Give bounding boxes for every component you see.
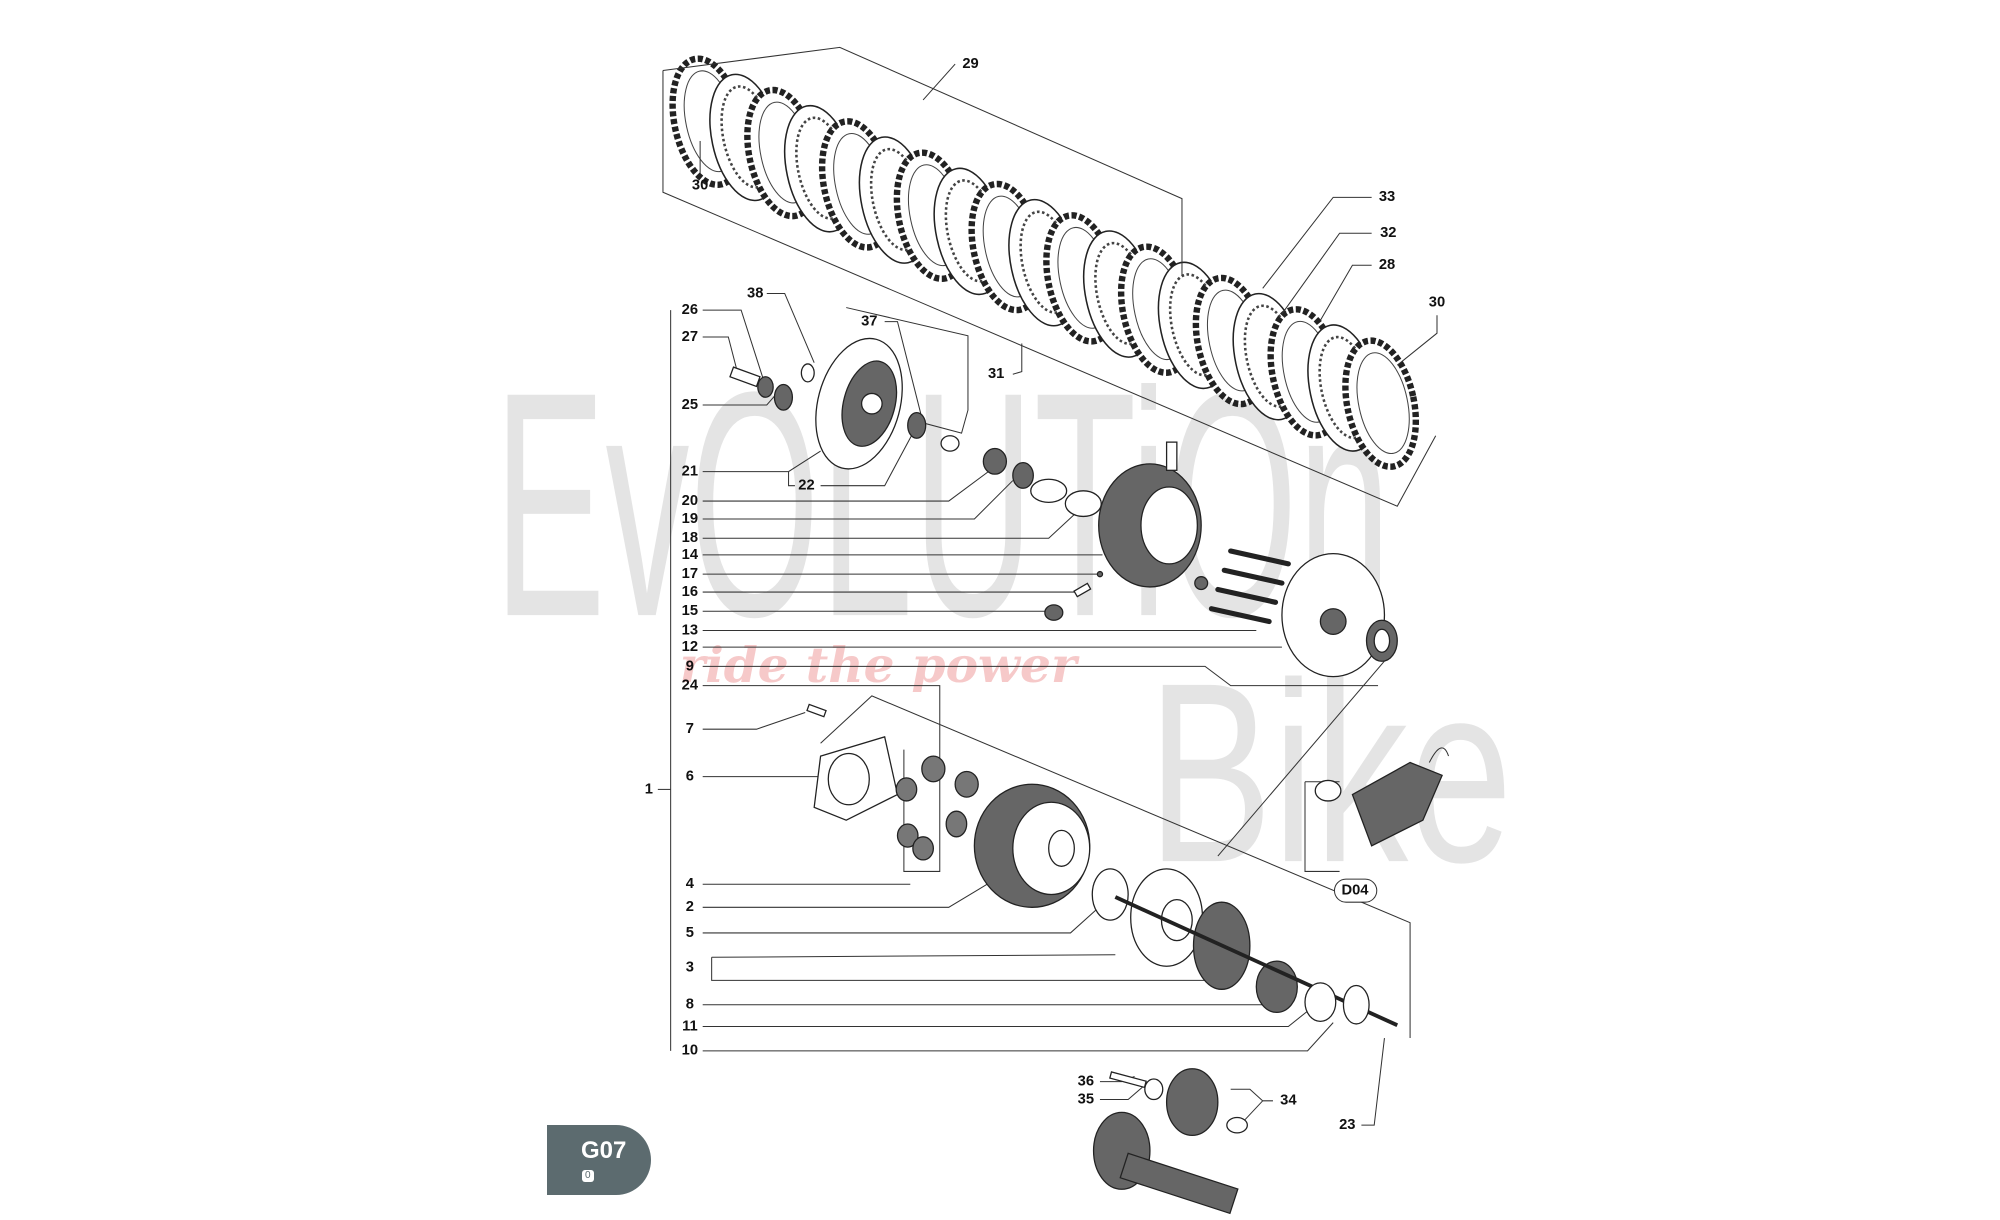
watermark-text-bike: Bike: [1147, 630, 1512, 916]
callout-12: 12: [682, 639, 698, 655]
callout-15: 15: [682, 603, 698, 619]
callout-20: 20: [682, 493, 698, 509]
revision-tag: 0: [582, 1170, 594, 1182]
callout-13: 13: [682, 622, 698, 638]
callout-35: 35: [1078, 1091, 1094, 1107]
plate-inner-edge: [1356, 352, 1410, 455]
callout-29: 29: [962, 56, 978, 72]
diagram-code-badge: G07 0: [547, 1125, 651, 1195]
callout-9: 9: [686, 658, 694, 674]
callout-34: 34: [1280, 1093, 1297, 1109]
callout-36: 36: [1078, 1073, 1094, 1089]
callout-37: 37: [861, 314, 877, 330]
callout-30: 30: [692, 178, 708, 194]
callout-11: 11: [682, 1018, 698, 1034]
callout-32: 32: [1380, 225, 1396, 241]
clutch-plate-pack: [669, 55, 1420, 470]
callout-7: 7: [686, 721, 694, 737]
watermark-tagline: ride the power: [680, 637, 1080, 694]
callout-16: 16: [682, 584, 698, 600]
callout-6: 6: [686, 768, 694, 784]
callout-10: 10: [682, 1043, 698, 1059]
callout-28: 28: [1379, 257, 1395, 273]
callout-3: 3: [686, 959, 694, 975]
callout-23: 23: [1339, 1117, 1355, 1133]
callout-25: 25: [682, 397, 698, 413]
callout-26: 26: [682, 302, 698, 318]
callout-19: 19: [682, 511, 698, 527]
callout-22: 22: [798, 478, 814, 494]
callout-38: 38: [747, 285, 763, 301]
callout-24: 24: [682, 677, 699, 693]
diagram-code: G07: [581, 1137, 627, 1164]
callout-4: 4: [686, 876, 695, 892]
parts: [729, 337, 1450, 1215]
callout-2: 2: [686, 899, 694, 915]
callout-31: 31: [988, 366, 1004, 382]
callout-d04-link[interactable]: D04: [1341, 883, 1369, 899]
callout-labels: 29 30 33 32 28 30 31 38 37 26 27 25 21 2…: [645, 56, 1445, 1133]
callout-5: 5: [686, 925, 694, 941]
callout-30b: 30: [1429, 294, 1445, 310]
callout-1: 1: [645, 781, 653, 797]
callout-18: 18: [682, 530, 698, 546]
callout-33: 33: [1379, 189, 1395, 205]
d04-reference-frame: [1333, 878, 1378, 903]
callout-17: 17: [682, 566, 698, 582]
callout-8: 8: [686, 997, 694, 1013]
callout-21: 21: [682, 463, 698, 479]
callout-14: 14: [682, 547, 699, 563]
callout-27: 27: [682, 329, 698, 345]
